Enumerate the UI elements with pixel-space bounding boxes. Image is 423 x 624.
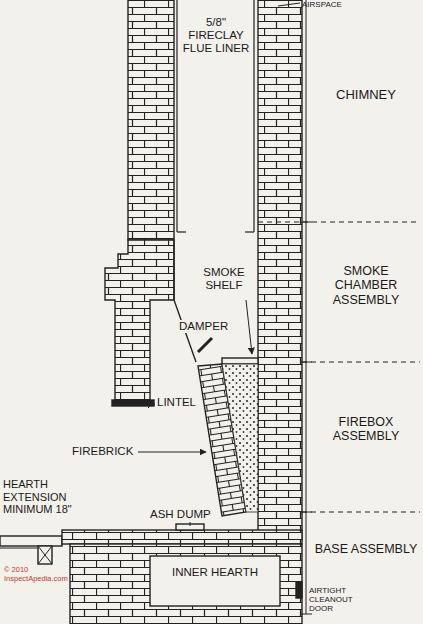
dimension-line	[306, 0, 307, 614]
part-label: ASH DUMP	[150, 508, 220, 521]
flue-liner-left	[176, 0, 177, 232]
watermark: © 2010 InspectApedia.com	[3, 566, 69, 583]
section-label: SMOKE CHAMBER ASSEMBLY	[314, 264, 418, 307]
flue-liner-right	[253, 0, 254, 232]
illustration-stroke	[138, 0, 420, 614]
subfloor-line	[0, 548, 38, 549]
cleanout-door	[296, 582, 302, 598]
part-label: INNER HEARTH	[160, 566, 270, 579]
chimney-breast	[105, 240, 174, 400]
part-label: 5/8" FIRECLAY FLUE LINER	[181, 16, 251, 56]
inner-hearth-cavity	[150, 556, 280, 606]
section-divider	[302, 512, 420, 513]
part-label: HEARTH EXTENSION MINIMUM 18"	[3, 478, 113, 516]
airspace-leader	[278, 3, 300, 6]
dimension-tick	[300, 512, 312, 513]
section-label: CHIMNEY	[314, 88, 418, 103]
dimension-tick	[300, 362, 312, 363]
back-wall	[258, 0, 302, 540]
flue-liner-foot	[245, 231, 254, 232]
part-label: FIREBRICK	[72, 445, 142, 458]
section-divider	[258, 222, 420, 223]
lintel-leader	[148, 404, 155, 408]
damper-plate	[198, 338, 212, 352]
rubble-fill	[222, 364, 258, 512]
dimension-tick	[300, 222, 312, 223]
floor-joist	[38, 546, 52, 564]
part-label: LINTEL	[157, 396, 207, 409]
section-label: BASE ASSEMBLY	[314, 542, 418, 556]
flue-liner-foot	[177, 231, 186, 232]
part-label: DAMPER	[178, 320, 240, 333]
smoke-chamber-wall	[174, 240, 196, 362]
part-label: AIRTIGHT CLEANOUT DOOR	[309, 586, 371, 614]
part-label: SMOKE SHELF	[192, 266, 256, 292]
smoke-shelf	[222, 358, 258, 364]
illustration-stroke	[0, 0, 302, 624]
base-brickwork	[70, 544, 302, 624]
part-label: AIRSPACE	[302, 0, 362, 9]
hearth-course	[62, 530, 302, 544]
firebrick-leader	[138, 452, 206, 453]
joist-cross	[38, 546, 52, 564]
dimension-tick	[300, 614, 312, 615]
ash-dump-leader	[190, 522, 191, 526]
smoke-shelf-leader	[246, 300, 252, 354]
hearth-extension-slab	[0, 536, 62, 546]
lintel-bar	[112, 400, 154, 406]
section-divider	[302, 362, 420, 363]
section-label: FIREBOX ASSEMBLY	[314, 415, 418, 444]
left-chimney-wall	[128, 0, 174, 240]
